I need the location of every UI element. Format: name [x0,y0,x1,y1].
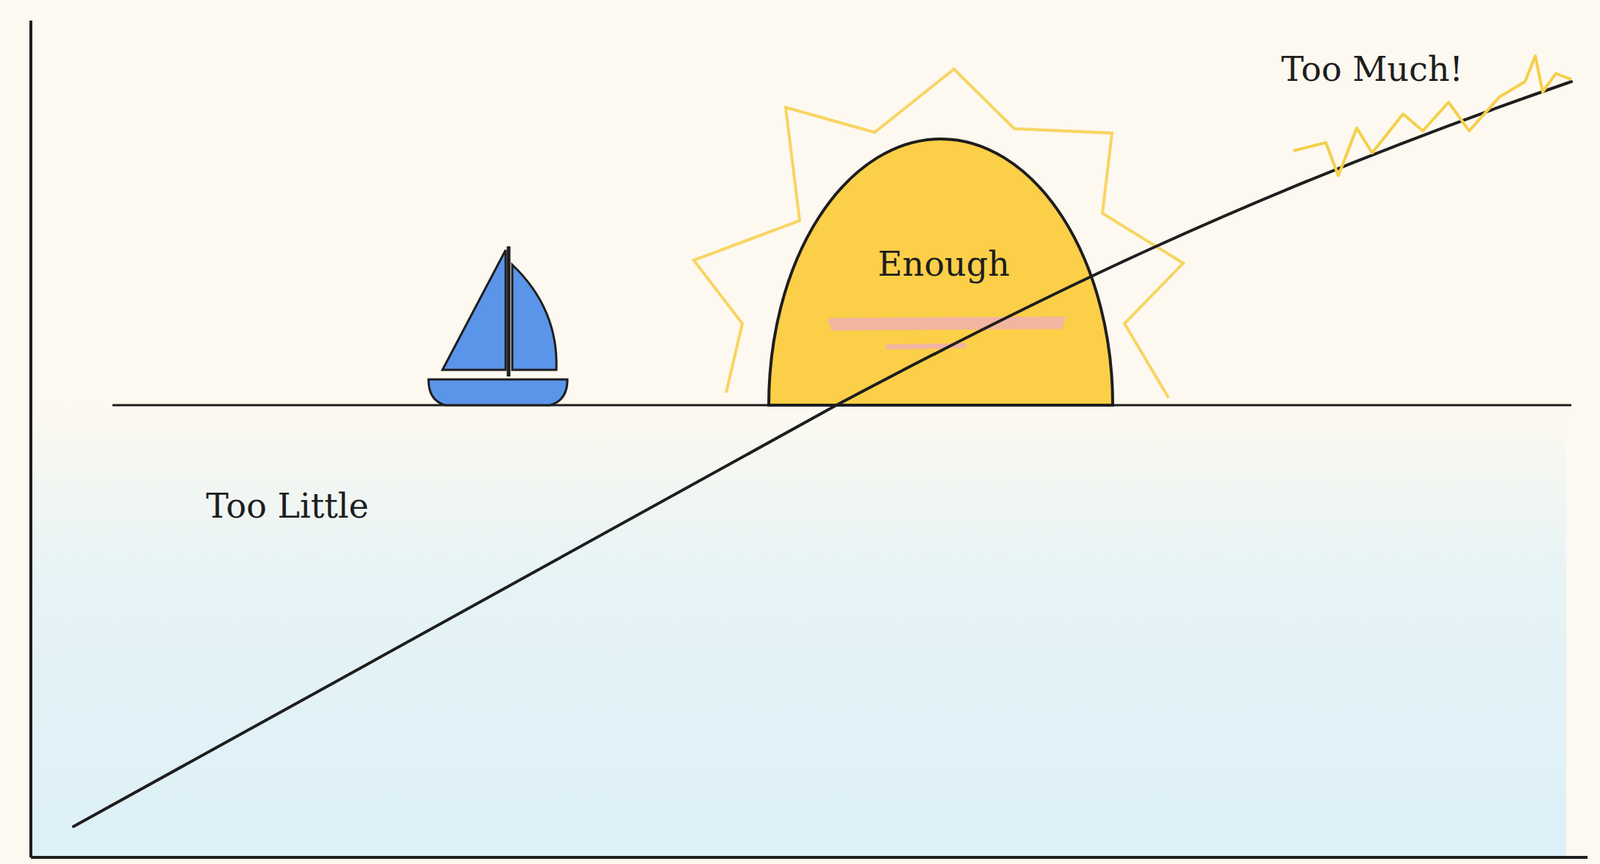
sun-reflection [887,345,965,347]
sailboat [428,246,568,405]
label-text: Too Much! [1281,49,1464,89]
node-text: Too Little [205,486,369,526]
x-axis [30,855,1588,859]
boat-sail-left [442,249,506,370]
node-text: Enough [877,244,1010,284]
boat-sail-right [512,264,557,370]
sun-dome: Enough [767,137,1115,405]
boat-mast [507,246,511,377]
water-band: Too Little [30,404,1567,857]
boat-hull [428,379,568,405]
too-much-label: Too Much! [1281,49,1464,89]
y-axis [29,20,33,857]
sun-body [768,138,1113,405]
trend-line [73,81,1572,827]
horizon-line [112,404,1572,407]
sun-reflection [831,319,1062,328]
